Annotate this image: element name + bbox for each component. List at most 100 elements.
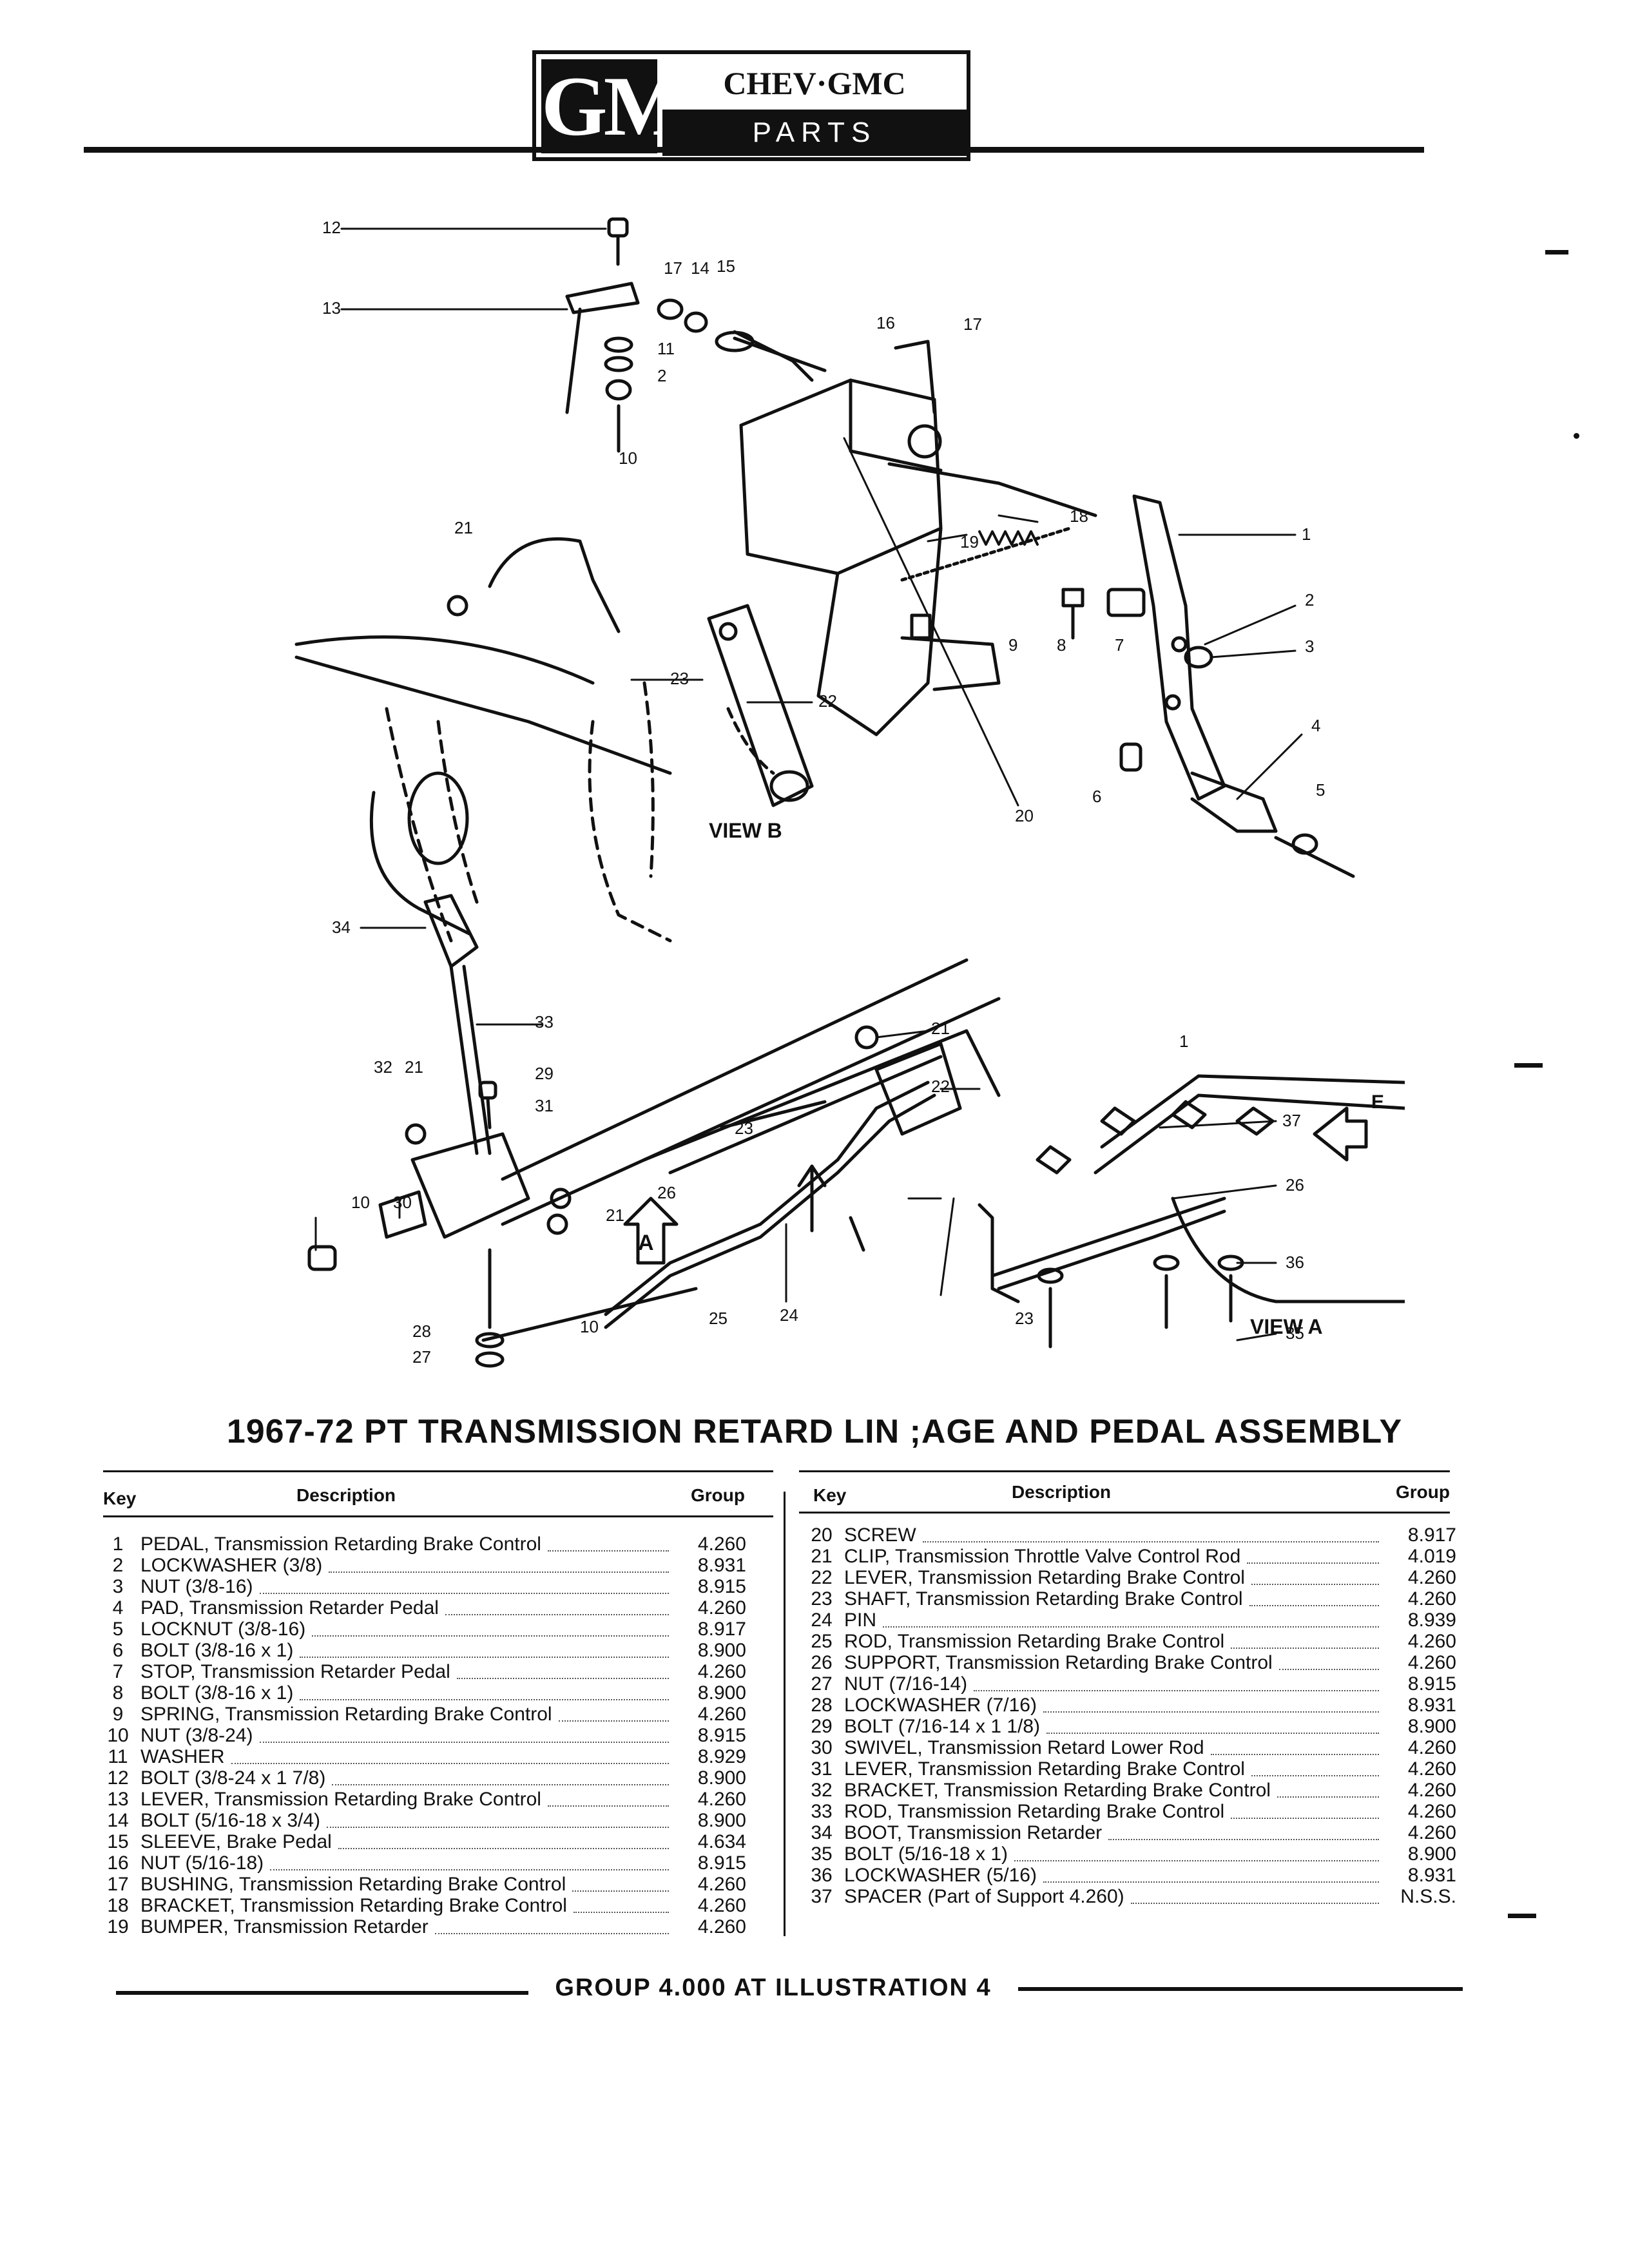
part-description: LEVER, Transmission Retarding Brake Cont… bbox=[844, 1758, 1245, 1780]
dot-leader bbox=[574, 1912, 669, 1913]
part-key: 18 bbox=[107, 1895, 129, 1916]
callout-17b: 17 bbox=[963, 314, 982, 334]
dot-leader bbox=[329, 1571, 669, 1573]
part-key: 32 bbox=[811, 1780, 833, 1801]
part-description: SLEEVE, Brake Pedal bbox=[140, 1831, 332, 1852]
part-group: 4.260 bbox=[1407, 1780, 1456, 1801]
part-key: 8 bbox=[112, 1682, 124, 1704]
part-description: LOCKWASHER (5/16) bbox=[844, 1865, 1037, 1886]
part-group: 8.917 bbox=[1407, 1524, 1456, 1546]
header-group-left: Group bbox=[691, 1485, 745, 1505]
frame-rail bbox=[481, 958, 1001, 1342]
callout-18: 18 bbox=[1070, 506, 1088, 526]
callout-1: 1 bbox=[1302, 524, 1311, 544]
callout-20: 20 bbox=[1015, 806, 1034, 825]
part-key: 7 bbox=[112, 1661, 124, 1682]
part-key: 17 bbox=[107, 1874, 129, 1895]
upper-lever-group bbox=[565, 217, 827, 453]
part-key: 20 bbox=[811, 1524, 833, 1546]
callout-37: 37 bbox=[1282, 1111, 1301, 1130]
part-description: ROD, Transmission Retarding Brake Contro… bbox=[844, 1801, 1225, 1822]
part-key: 21 bbox=[811, 1546, 833, 1567]
dot-leader bbox=[300, 1699, 669, 1700]
part-key: 28 bbox=[811, 1695, 833, 1716]
dot-leader bbox=[445, 1614, 669, 1615]
part-description: NUT (3/8-24) bbox=[140, 1725, 253, 1746]
part-group: 8.931 bbox=[697, 1555, 746, 1576]
part-group: 8.917 bbox=[697, 1619, 746, 1640]
dot-leader bbox=[332, 1784, 669, 1785]
part-group: 4.260 bbox=[1407, 1588, 1456, 1610]
dot-leader bbox=[1043, 1711, 1379, 1713]
part-group: 4.260 bbox=[697, 1895, 746, 1916]
part-key: 13 bbox=[107, 1789, 129, 1810]
part-group: 8.900 bbox=[1407, 1843, 1456, 1865]
dot-leader bbox=[548, 1805, 669, 1807]
part-group: 8.915 bbox=[697, 1725, 746, 1746]
gm-logo: GM bbox=[541, 59, 684, 153]
callout-4: 4 bbox=[1311, 716, 1320, 735]
callout-12: 12 bbox=[322, 218, 341, 237]
dot-leader bbox=[338, 1848, 669, 1849]
table-top-rule-left bbox=[103, 1470, 773, 1472]
dot-leader bbox=[457, 1678, 669, 1679]
part-key: 9 bbox=[112, 1704, 124, 1725]
table-top-rule-right bbox=[799, 1470, 1450, 1472]
footer-rule-right bbox=[1018, 1987, 1463, 1991]
callout-15: 15 bbox=[717, 256, 735, 276]
part-key: 36 bbox=[811, 1865, 833, 1886]
part-key: 27 bbox=[811, 1673, 833, 1695]
part-group: 8.900 bbox=[697, 1810, 746, 1831]
margin-mark bbox=[1514, 1063, 1543, 1068]
part-description: LOCKWASHER (7/16) bbox=[844, 1695, 1037, 1716]
part-key: 33 bbox=[811, 1801, 833, 1822]
callout-22a: 22 bbox=[818, 691, 837, 711]
part-description: SPRING, Transmission Retarding Brake Con… bbox=[140, 1704, 552, 1725]
margin-mark bbox=[1545, 250, 1568, 255]
dot-leader bbox=[1043, 1881, 1379, 1883]
dot-leader bbox=[923, 1541, 1379, 1542]
view-a-label: VIEW A bbox=[1250, 1315, 1323, 1338]
view-b-shaft bbox=[707, 604, 814, 807]
part-group: 4.260 bbox=[697, 1916, 746, 1937]
callout-5: 5 bbox=[1316, 780, 1325, 800]
dot-leader bbox=[1211, 1754, 1379, 1755]
callout-10c: 10 bbox=[580, 1317, 599, 1336]
dot-leader bbox=[1108, 1839, 1379, 1840]
table-header-rule-right bbox=[799, 1512, 1450, 1514]
callout-34: 34 bbox=[332, 918, 351, 937]
part-group: 4.260 bbox=[1407, 1822, 1456, 1843]
part-group: 8.900 bbox=[697, 1682, 746, 1704]
callout-27: 27 bbox=[412, 1347, 431, 1367]
callout-21c: 21 bbox=[931, 1019, 950, 1038]
callout-8: 8 bbox=[1057, 635, 1066, 655]
part-description: BOLT (5/16-18 x 3/4) bbox=[140, 1810, 321, 1831]
part-group: 4.260 bbox=[1407, 1652, 1456, 1673]
part-key: 10 bbox=[107, 1725, 129, 1746]
part-key: 16 bbox=[107, 1852, 129, 1874]
part-description: BRACKET, Transmission Retarding Brake Co… bbox=[140, 1895, 567, 1916]
callout-10b: 10 bbox=[351, 1193, 370, 1212]
callout-3: 3 bbox=[1305, 637, 1314, 656]
callout-6: 6 bbox=[1092, 787, 1101, 806]
part-group: 8.900 bbox=[1407, 1716, 1456, 1737]
part-group: 4.260 bbox=[697, 1661, 746, 1682]
part-group: 4.260 bbox=[1407, 1567, 1456, 1588]
dot-leader bbox=[1249, 1605, 1379, 1606]
part-group: 4.260 bbox=[697, 1597, 746, 1619]
part-description: SWIVEL, Transmission Retard Lower Rod bbox=[844, 1737, 1204, 1758]
callout-29: 29 bbox=[535, 1064, 554, 1083]
dot-leader bbox=[883, 1626, 1379, 1628]
callout-36: 36 bbox=[1286, 1253, 1304, 1272]
part-key: 35 bbox=[811, 1843, 833, 1865]
